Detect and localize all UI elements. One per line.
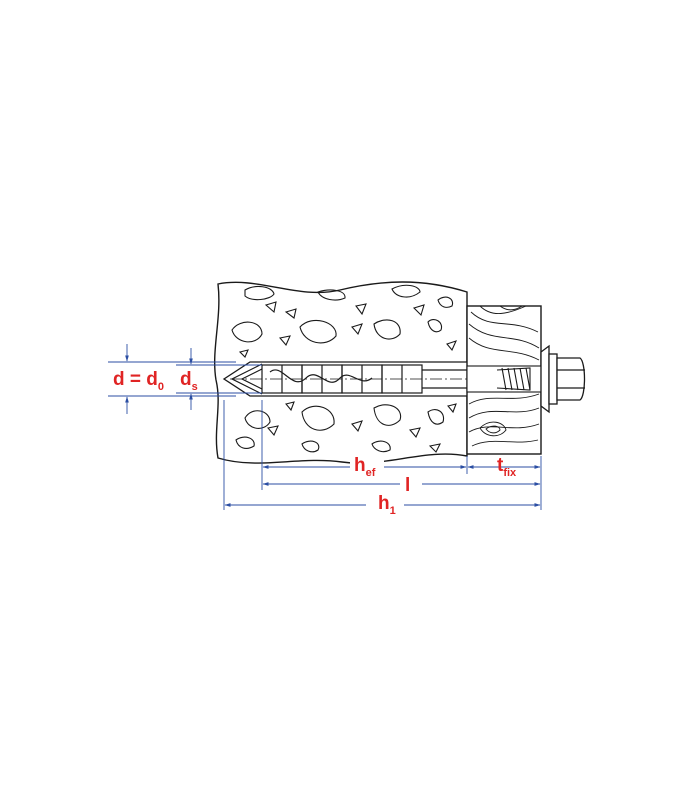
bolt-thread — [496, 367, 531, 391]
drill-hole-outline — [222, 361, 468, 397]
dimension-labels: d = d0 ds hef l tfix h1 — [113, 369, 517, 517]
flange — [548, 353, 558, 405]
drill-hole-cavity — [228, 362, 468, 396]
sleeve-diameter-label: ds — [180, 369, 198, 393]
washer — [540, 344, 550, 414]
wood-grain-lines — [468, 305, 540, 447]
anchor-sleeve — [230, 363, 582, 395]
drill-hole — [222, 361, 468, 397]
timber-fixture — [466, 305, 542, 455]
bolt-head-assembly — [540, 344, 586, 414]
anchor-length-label: l — [405, 475, 410, 496]
anchor-spring-clip — [269, 369, 373, 383]
hex-head — [556, 357, 586, 401]
concrete-aggregate-stones — [231, 284, 458, 453]
bore-diameter-label: d = d0 — [113, 369, 164, 393]
fixture-thickness-label: tfix — [497, 455, 517, 479]
drill-depth-label: h1 — [378, 493, 396, 517]
effective-depth-label: hef — [354, 455, 376, 479]
